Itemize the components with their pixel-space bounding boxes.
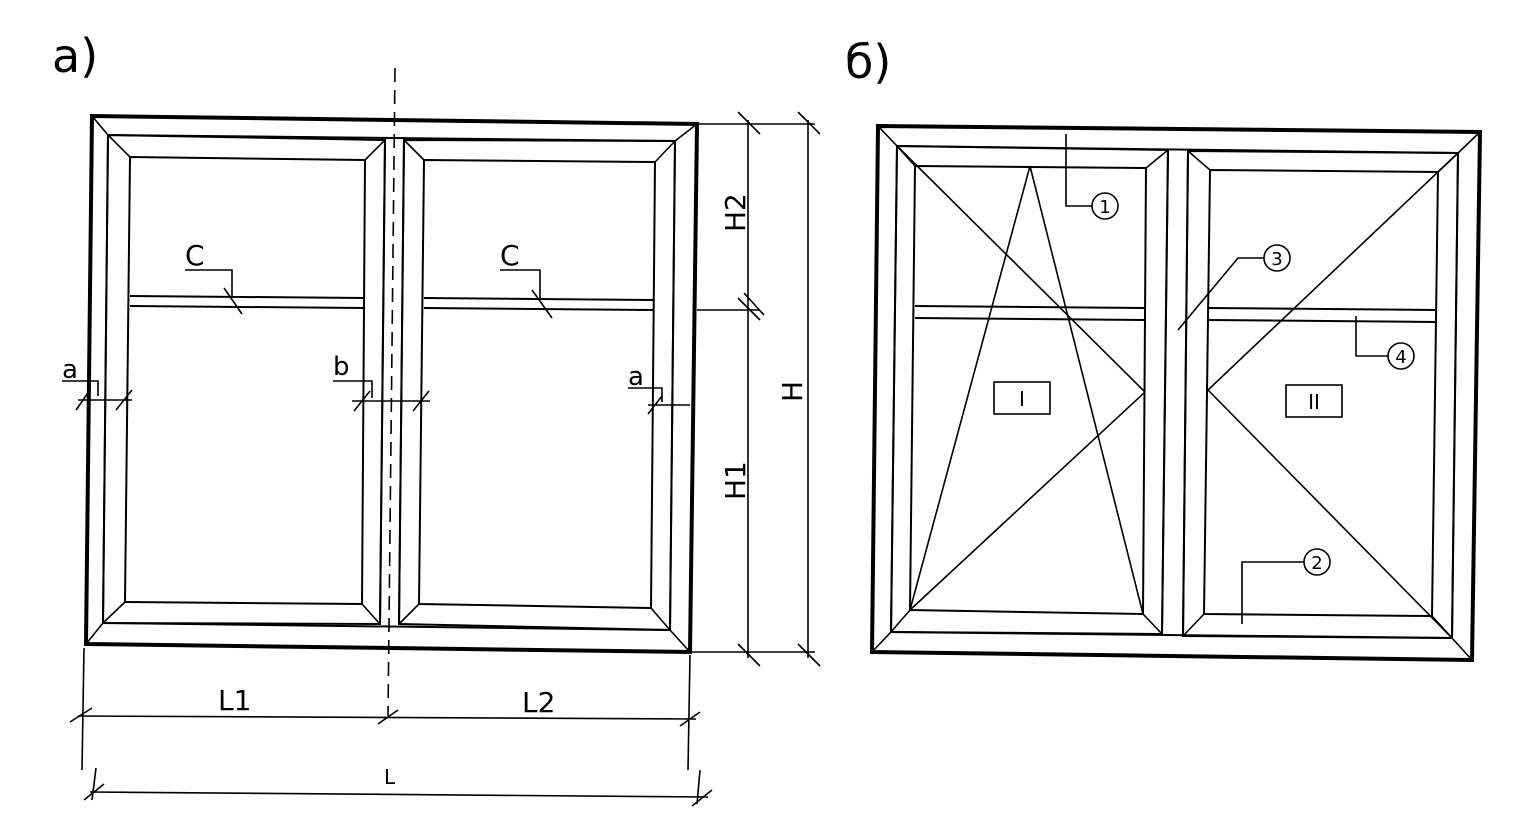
label-c-left: C (185, 239, 205, 272)
callout-3: 3 (1271, 249, 1282, 270)
callout-4: 4 (1395, 347, 1406, 368)
left-sash-glass (123, 155, 367, 606)
right-sash-glass (417, 158, 657, 610)
sash-label-i: I (1019, 387, 1025, 411)
frame-outer-b (869, 123, 1483, 663)
callout-1: 1 (1099, 197, 1110, 218)
panel-a-label: а) (52, 29, 98, 83)
dim-l: L (384, 765, 396, 789)
frame-inner-b (889, 144, 1460, 640)
label-b: b (333, 352, 350, 382)
panel-b: б) (845, 35, 1483, 663)
sash-label-ii: II (1308, 390, 1320, 414)
dim-h: H (776, 381, 809, 402)
panel-b-label: б) (845, 35, 891, 89)
callout-2: 2 (1311, 553, 1322, 574)
panel-a: а) C C (52, 29, 821, 807)
label-a-right: a (628, 362, 644, 392)
label-a-left: a (62, 355, 78, 385)
label-c-right: C (500, 239, 520, 272)
dim-l1: L1 (218, 684, 251, 717)
dim-h1: H1 (719, 461, 752, 500)
dim-h2: H2 (719, 193, 752, 232)
axis-line (387, 67, 396, 717)
dim-l2: L2 (522, 686, 555, 719)
